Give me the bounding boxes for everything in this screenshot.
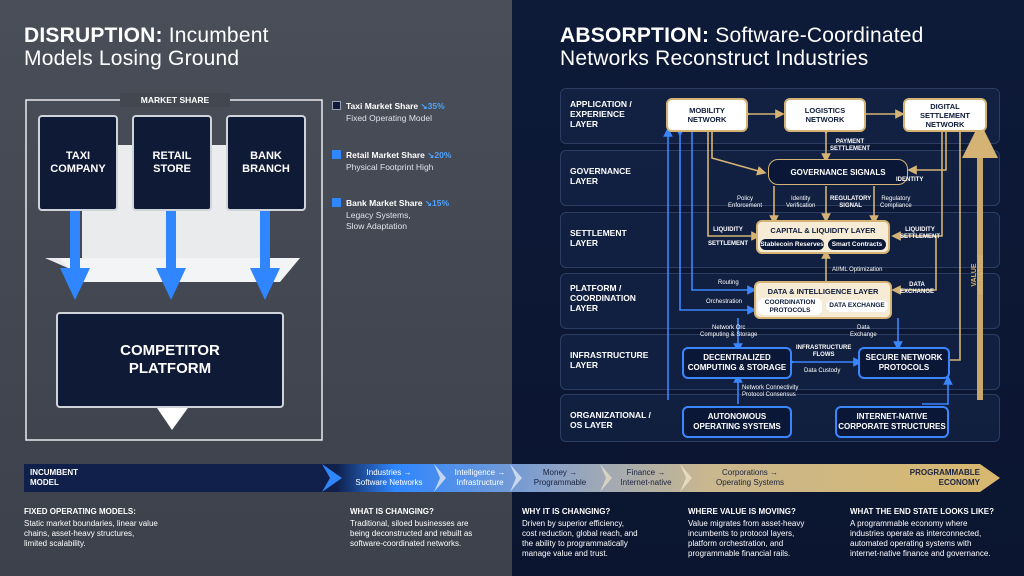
policy-enforcement-label: Policy Enforcement <box>728 196 763 209</box>
legend-title-retail: Retail Market Share ↘20% <box>346 150 452 160</box>
bottom-heading-1: FIXED OPERATING MODELS: <box>24 507 136 516</box>
identity-verification-label: Identity Verification <box>786 196 816 209</box>
network-connectivity-label: Network Connectivity Protocol Consensus <box>742 385 799 398</box>
governance-signals-node: GOVERNANCE SIGNALS <box>768 159 908 185</box>
left-heading: DISRUPTION: Incumbent Models Losing Grou… <box>24 24 269 70</box>
decentralized-computing-node: DECENTRALIZED COMPUTING & STORAGE <box>682 347 792 379</box>
layer-label-organizational: ORGANIZATIONAL / OS LAYER <box>570 410 651 430</box>
bank-branch-box: BANK BRANCH <box>226 115 306 211</box>
digital-settlement-network-node: DIGITAL SETTLEMENT NETWORK <box>903 98 987 132</box>
timeline-end-label: PROGRAMMABLE ECONOMY <box>909 468 980 487</box>
bottom-text-4: Value migrates from asset-heavy incumben… <box>688 519 805 558</box>
infrastructure-flows-label: INFRASTRUCTURE FLOWS <box>796 345 852 358</box>
legend-sub-bank: Legacy Systems, Slow Adaptation <box>346 210 411 231</box>
timeline-start-label: INCUMBENT MODEL <box>30 468 78 487</box>
logistics-network-node: LOGISTICS NETWORK <box>784 98 866 132</box>
data-exchange-right-label: DATA EXCHANGE <box>900 282 935 295</box>
data-exchange-small-label: Data Exchange <box>850 325 877 338</box>
ai-ml-optimization-label: AI/ML Optimization <box>832 267 883 273</box>
value-migration-label: VALUE MIGRATION <box>971 255 985 295</box>
legend-title-bank: Bank Market Share ↘15% <box>346 198 450 208</box>
legend-sub-retail: Physical Footprint High <box>346 162 434 172</box>
autonomous-operating-systems-node: AUTONOMOUS OPERATING SYSTEMS <box>682 406 792 438</box>
data-intelligence-title: DATA & INTELLIGENCE LAYER <box>767 287 879 296</box>
bottom-text-2: Traditional, siloed businesses are being… <box>350 519 473 548</box>
regulatory-signal-label: REGULATORY SIGNAL <box>830 196 872 209</box>
data-custody-label: Data Custody <box>804 368 841 374</box>
layer-label-settlement: SETTLEMENT LAYER <box>570 228 627 248</box>
mobility-network-node: MOBILITY NETWORK <box>666 98 748 132</box>
layer-label-infrastructure: INFRASTRUCTURE LAYER <box>570 350 649 370</box>
right-heading-rest: Software-Coordinated <box>715 24 924 47</box>
timeline-stage-4: Finance → Internet-native <box>620 468 672 487</box>
bottom-text-3: Driven by superior efficiency, cost redu… <box>522 519 638 558</box>
competitor-platform-box: COMPETITOR PLATFORM <box>56 312 284 408</box>
right-heading: ABSORPTION: Software-Coordinated Network… <box>560 24 924 70</box>
timeline-stage-5: Corporations → Operating Systems <box>715 468 785 487</box>
left-heading-line2: Models Losing Ground <box>24 47 240 70</box>
liquidity-settlement-right-label: LIQUIDITY SETTLEMENT <box>900 227 940 240</box>
left-heading-bold: DISRUPTION: <box>24 24 163 47</box>
timeline-stage-1: Industries → Software Networks <box>355 468 423 487</box>
identity-label: IDENTITY <box>896 177 924 183</box>
orchestration-label: Orchestration <box>706 299 743 305</box>
market-share-label: MARKET SHARE <box>120 93 230 107</box>
capital-liquidity-title: CAPITAL & LIQUIDITY LAYER <box>770 226 876 235</box>
smart-contracts-pill: Smart Contracts <box>828 239 886 250</box>
left-heading-rest: Incumbent <box>168 24 269 47</box>
bottom-text-5: A programmable economy where industries … <box>850 519 991 558</box>
bottom-text-1: Static market boundaries, linear value c… <box>24 519 158 548</box>
regulatory-compliance-label: Regulatory Compliance <box>880 196 912 209</box>
legend-swatch-bank <box>332 198 341 207</box>
layer-label-governance: GOVERNANCE LAYER <box>570 166 631 186</box>
coordination-protocols-pill: COORDINATION PROTOCOLS <box>758 298 822 315</box>
layer-label-platform: PLATFORM / COORDINATION LAYER <box>570 283 636 313</box>
absorption-connectors <box>663 109 998 405</box>
legend-sub-taxi: Fixed Operating Model <box>346 113 432 123</box>
right-heading-line2: Networks Reconstruct Industries <box>560 47 869 70</box>
timeline-stage-2: Intelligence → Infrastructure <box>454 468 506 487</box>
routing-label: Routing <box>718 280 739 286</box>
taxi-company-box: TAXI COMPANY <box>38 115 118 211</box>
bottom-heading-4: WHERE VALUE IS MOVING? <box>688 507 796 516</box>
bottom-heading-2: WHAT IS CHANGING? <box>350 507 434 516</box>
internet-native-corporate-node: INTERNET-NATIVE CORPORATE STRUCTURES <box>835 406 949 438</box>
right-heading-bold: ABSORPTION: <box>560 24 710 47</box>
layer-label-application: APPLICATION / EXPERIENCE LAYER <box>570 99 632 129</box>
liquidity-settlement-left-label: LIQUIDITY SETTLEMENT <box>708 227 748 247</box>
retail-store-box: RETAIL STORE <box>132 115 212 211</box>
legend-title-taxi: Taxi Market Share ↘35% <box>346 101 445 111</box>
bottom-heading-3: WHY IT IS CHANGING? <box>522 507 611 516</box>
legend-swatch-taxi <box>332 101 341 110</box>
timeline-stage-3: Money → Programmable <box>533 468 587 487</box>
legend-swatch-retail <box>332 150 341 159</box>
bottom-heading-5: WHAT THE END STATE LOOKS LIKE? <box>850 507 994 516</box>
payment-settlement-label: PAYMENT SETTLEMENT <box>830 139 870 152</box>
data-exchange-pill: DATA EXCHANGE <box>826 300 888 312</box>
stablecoin-reserves-pill: Stablecoin Reserves <box>760 239 824 250</box>
network-orc-label: Network Orc Computing & Storage <box>700 325 758 338</box>
timeline-arrow <box>24 464 1000 492</box>
secure-network-protocols-node: SECURE NETWORK PROTOCOLS <box>858 347 950 379</box>
